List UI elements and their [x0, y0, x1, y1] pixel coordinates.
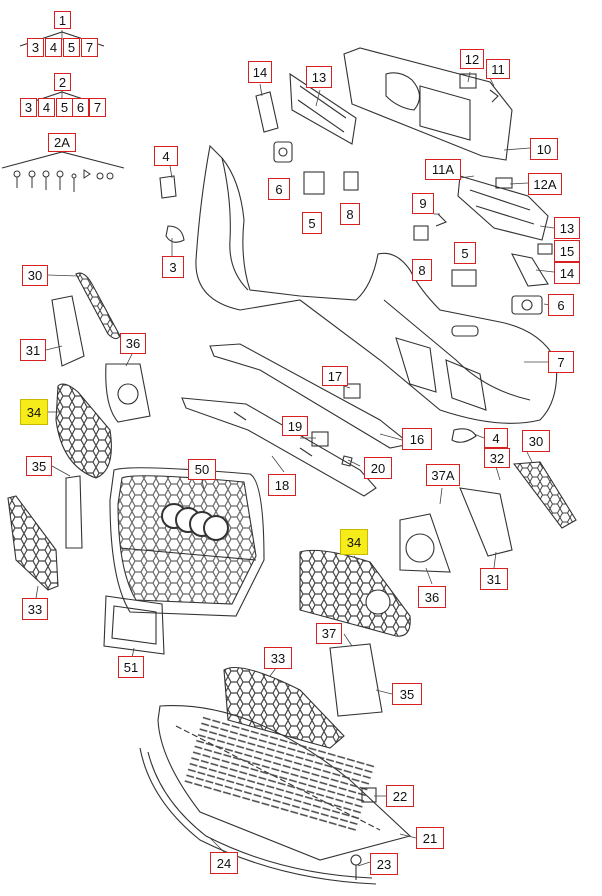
callout-22[interactable]: 22	[386, 785, 414, 807]
callout-7[interactable]: 7	[548, 351, 574, 373]
callout-20[interactable]: 20	[364, 457, 392, 479]
callout-2A[interactable]: 2A	[48, 133, 76, 152]
callout-1-5[interactable]: 5	[63, 38, 80, 57]
callout-14-right[interactable]: 14	[554, 262, 580, 284]
callout-4-left[interactable]: 4	[154, 146, 178, 166]
callout-34-left[interactable]: 34	[20, 399, 48, 425]
callout-17[interactable]: 17	[322, 366, 348, 386]
callout-18[interactable]: 18	[268, 474, 296, 496]
callout-21[interactable]: 21	[416, 827, 444, 849]
callout-2-5[interactable]: 5	[56, 98, 73, 117]
callout-9[interactable]: 9	[412, 193, 434, 214]
callout-1[interactable]: 1	[54, 11, 71, 29]
callout-19[interactable]: 19	[282, 416, 308, 436]
callout-34-right[interactable]: 34	[340, 529, 368, 555]
callout-2-7[interactable]: 7	[89, 98, 106, 117]
callout-31-right[interactable]: 31	[480, 568, 508, 590]
callout-33-left[interactable]: 33	[22, 598, 48, 620]
callout-6-left[interactable]: 6	[268, 178, 290, 200]
callout-15[interactable]: 15	[554, 240, 580, 262]
callout-51[interactable]: 51	[118, 656, 144, 678]
callout-30-left[interactable]: 30	[22, 265, 48, 286]
callout-1-3[interactable]: 3	[27, 38, 44, 57]
callout-36-right[interactable]: 36	[418, 586, 446, 608]
callout-1-4[interactable]: 4	[45, 38, 62, 57]
callout-14-left[interactable]: 14	[248, 61, 272, 83]
callout-13-right[interactable]: 13	[554, 217, 580, 239]
callout-4-right[interactable]: 4	[484, 428, 508, 448]
callout-11A[interactable]: 11A	[425, 159, 461, 180]
callout-3[interactable]: 3	[162, 256, 184, 278]
callout-5-left[interactable]: 5	[302, 212, 322, 234]
callout-10[interactable]: 10	[530, 138, 558, 160]
callout-8-left[interactable]: 8	[340, 203, 360, 225]
callout-37[interactable]: 37	[316, 623, 342, 644]
callout-32[interactable]: 32	[484, 448, 510, 468]
callout-35-left[interactable]: 35	[26, 456, 52, 476]
callout-6-right[interactable]: 6	[548, 294, 574, 316]
callout-1-7[interactable]: 7	[81, 38, 98, 57]
callout-31-left[interactable]: 31	[20, 339, 46, 361]
callout-24[interactable]: 24	[210, 852, 238, 874]
callout-37A[interactable]: 37A	[426, 464, 460, 486]
callout-2-6[interactable]: 6	[72, 98, 89, 117]
callout-35-right[interactable]: 35	[392, 683, 422, 705]
callout-36-left[interactable]: 36	[120, 333, 146, 354]
callout-12A[interactable]: 12A	[528, 173, 562, 195]
callout-2-3[interactable]: 3	[20, 98, 37, 117]
callout-5-right[interactable]: 5	[454, 242, 476, 264]
callout-12[interactable]: 12	[460, 49, 484, 69]
callout-30-right[interactable]: 30	[522, 430, 550, 452]
callout-50[interactable]: 50	[188, 459, 216, 480]
callout-33-center[interactable]: 33	[264, 647, 292, 669]
callout-16[interactable]: 16	[402, 428, 432, 450]
callout-23[interactable]: 23	[370, 853, 398, 875]
callout-2-4[interactable]: 4	[38, 98, 55, 117]
callout-8-right[interactable]: 8	[412, 259, 432, 281]
callout-2[interactable]: 2	[54, 73, 71, 91]
callout-13-left[interactable]: 13	[306, 66, 332, 88]
callout-11[interactable]: 11	[486, 59, 510, 79]
